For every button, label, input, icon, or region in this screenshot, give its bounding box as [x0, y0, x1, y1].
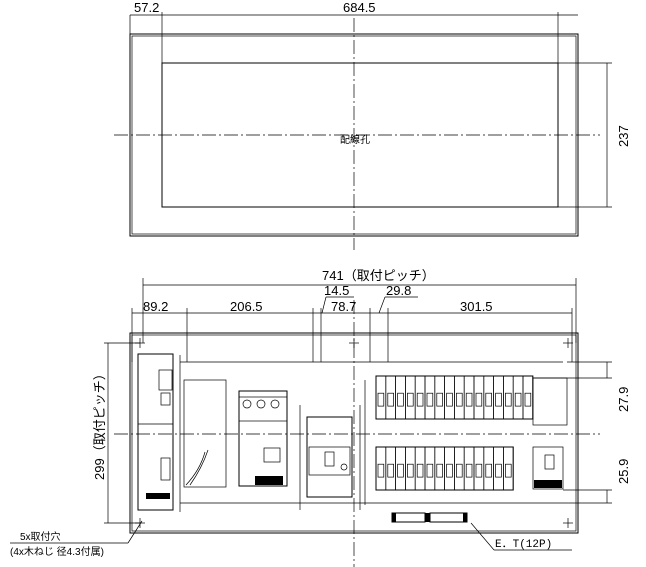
dim-301-5: 301.5: [460, 299, 493, 314]
dim-237: 237: [616, 125, 631, 147]
dim-206-5: 206.5: [230, 299, 263, 314]
branch-breaker: [405, 446, 416, 491]
meter-unit: [299, 405, 361, 510]
screw-note: (4x木ねじ 径4.3付属): [10, 545, 104, 558]
branch-breaker: [434, 375, 445, 420]
branch-breaker: [395, 375, 406, 420]
control-module: [137, 353, 174, 511]
branch-breaker: [512, 375, 524, 420]
branch-breaker: [483, 375, 494, 420]
branch-breaker: [375, 375, 387, 420]
branch-breaker: [444, 446, 455, 491]
branch-breaker: [424, 446, 436, 491]
branch-breaker: [463, 375, 475, 420]
branch-breaker: [414, 375, 426, 420]
dim-25-9: 25.9: [616, 459, 631, 484]
dim-29-8: 29.8: [386, 283, 411, 298]
branch-breaker: [522, 375, 534, 420]
branch-breaker: [454, 375, 465, 420]
branch-breakers-top-row: [375, 375, 534, 420]
dim-684-5: 684.5: [343, 0, 376, 15]
dim-89-2: 89.2: [143, 299, 168, 314]
branch-breaker: [454, 446, 465, 491]
branch-breaker: [463, 446, 475, 491]
branch-breaker: [424, 375, 436, 420]
branch-breaker: [395, 446, 406, 491]
branch-breaker: [493, 375, 504, 420]
dim-27-9: 27.9: [616, 387, 631, 412]
branch-breaker: [503, 375, 514, 420]
top-view: 57.2 684.5 237 配線孔: [114, 0, 631, 250]
main-breaker: [238, 390, 288, 487]
mounting-hole-cross: [349, 338, 359, 348]
branch-breaker: [473, 446, 485, 491]
branch-breaker: [503, 446, 514, 491]
et-label: E．T(12P): [495, 539, 552, 551]
mounting-hole-cross: [563, 518, 573, 528]
branch-breaker: [493, 446, 504, 491]
right-unit: [532, 377, 568, 490]
et-terminal: [391, 512, 468, 523]
dim-57-2: 57.2: [134, 0, 159, 15]
branch-breaker: [434, 446, 445, 491]
wiring-hole-label: 配線孔: [340, 133, 370, 146]
blank-panel: [183, 379, 227, 488]
branch-breaker: [414, 446, 426, 491]
front-view: 741（取付ピッチ） 14.5 29.8 89.2 206.5 78.7 301…: [10, 268, 631, 567]
branch-breaker: [444, 375, 455, 420]
branch-breaker: [483, 446, 494, 491]
mounting-hole-cross: [563, 338, 573, 348]
branch-breaker: [375, 446, 387, 491]
branch-breaker: [385, 375, 396, 420]
dim-14-5: 14.5: [324, 283, 349, 298]
dim-741-pitch: 741（取付ピッチ）: [322, 268, 435, 283]
mount-hole-note: 5x取付穴: [20, 530, 61, 543]
dim-299-pitch: 299（取付ピッチ）: [92, 367, 107, 480]
branch-breaker: [385, 446, 396, 491]
branch-breaker: [473, 375, 485, 420]
branch-breaker: [405, 375, 416, 420]
dim-78-7: 78.7: [331, 299, 356, 314]
branch-breakers-bottom-row: [375, 446, 514, 491]
